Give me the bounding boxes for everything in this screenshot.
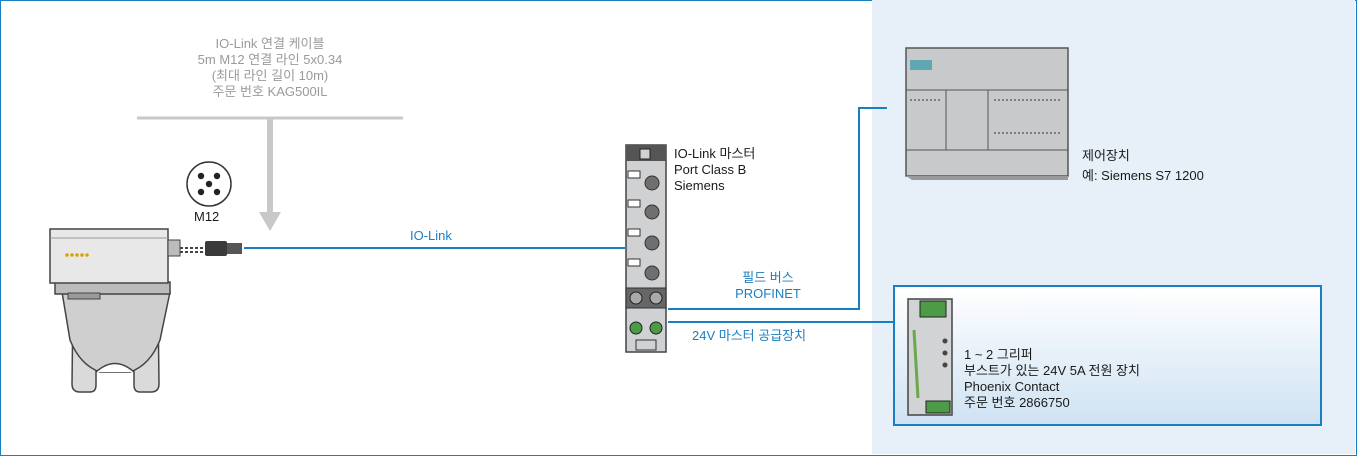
cable-plug-icon: [180, 241, 242, 256]
fieldbus-line: [668, 107, 887, 310]
plc-label-line: 제어장치: [1082, 148, 1130, 163]
cable-note: IO-Link 연결 케이블 5m M12 연결 라인 5x0.34 (최대 라…: [150, 36, 390, 100]
gripper-icon: [49, 228, 181, 393]
power-supply-icon: [907, 298, 953, 416]
power-supply-label-line: Phoenix Contact: [964, 379, 1060, 394]
plc-label: 제어장치 예: Siemens S7 1200: [1082, 148, 1204, 184]
m12-pin-icon: [186, 161, 232, 207]
master-label-line: IO-Link 마스터: [674, 146, 756, 161]
down-arrow-icon: [259, 118, 281, 231]
connector-label: M12: [194, 209, 220, 224]
power-supply-label: 1 ~ 2 그리퍼 부스트가 있는 24V 5A 전원 장치 Phoenix C…: [964, 347, 1140, 411]
fieldbus-label-line: 필드 버스: [742, 270, 794, 285]
master-label-line: Port Class B: [674, 162, 747, 177]
plc-icon: [905, 47, 1069, 180]
io-link-master-icon: [625, 144, 667, 353]
master-supply-label: 24V 마스터 공급장치: [692, 328, 807, 343]
cable-note-line: 주문 번호 KAG500IL: [212, 84, 328, 99]
cable-note-line: (최대 라인 길이 10m): [211, 68, 329, 83]
cable-note-line: 5m M12 연결 라인 5x0.34: [197, 52, 343, 67]
power-supply-label-line: 주문 번호 2866750: [964, 395, 1070, 410]
power-supply-box: [893, 285, 1322, 426]
power-supply-label-line: 1 ~ 2 그리퍼: [964, 347, 1033, 362]
io-link-line-label: IO-Link: [410, 228, 452, 243]
master-label: IO-Link 마스터 Port Class B Siemens: [674, 146, 755, 194]
master-label-line: Siemens: [674, 178, 725, 193]
fieldbus-label: 필드 버스 PROFINET: [718, 270, 818, 302]
fieldbus-label-line: PROFINET: [735, 286, 801, 301]
plc-label-line: 예: Siemens S7 1200: [1082, 168, 1204, 183]
power-supply-label-line: 부스트가 있는 24V 5A 전원 장치: [964, 363, 1140, 378]
cable-note-line: IO-Link 연결 케이블: [215, 36, 325, 51]
